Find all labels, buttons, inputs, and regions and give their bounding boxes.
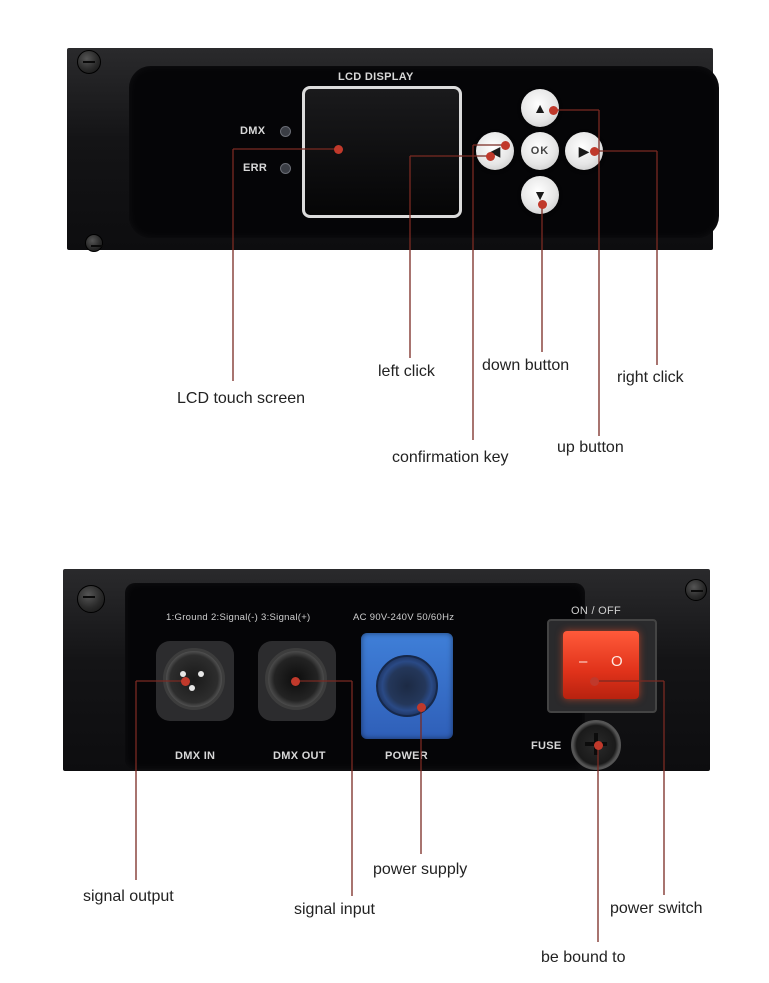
dmx-in-label: DMX IN xyxy=(175,750,216,762)
switch-on-mark: O xyxy=(611,653,623,670)
triangle-up-icon: ▲ xyxy=(533,100,547,116)
label-power-supply: power supply xyxy=(373,861,468,878)
switch-off-mark: – xyxy=(579,653,588,670)
rocker-switch[interactable]: – O xyxy=(563,631,639,699)
dmx-out-connector[interactable] xyxy=(265,648,327,710)
power-label: POWER xyxy=(385,750,429,762)
dmx-led-icon xyxy=(280,126,291,137)
voltage-rating: AC 90V-240V 50/60Hz xyxy=(353,612,455,623)
screw-icon xyxy=(77,585,105,613)
triangle-right-icon: ▶ xyxy=(578,143,590,159)
label-left-click: left click xyxy=(378,363,435,380)
label-signal-input: signal input xyxy=(294,901,375,918)
triangle-left-icon: ◀ xyxy=(489,143,501,159)
dmx-indicator-label: DMX xyxy=(240,125,266,137)
left-button[interactable]: ◀ xyxy=(476,132,514,170)
lcd-display-title: LCD DISPLAY xyxy=(338,71,414,83)
pin-legend: 1:Ground 2:Signal(-) 3:Signal(+) xyxy=(166,612,311,623)
label-lcd-touch-screen: LCD touch screen xyxy=(177,390,306,407)
callout-dot xyxy=(485,151,495,161)
label-right-click: right click xyxy=(617,369,684,386)
callout-dot xyxy=(593,740,603,750)
fuse-label: FUSE xyxy=(531,740,562,752)
callout-dot xyxy=(537,199,547,209)
power-socket[interactable] xyxy=(361,633,453,739)
callout-dot xyxy=(290,676,300,686)
ok-button[interactable]: OK xyxy=(521,132,559,170)
callout-dot xyxy=(500,140,510,150)
pin-icon xyxy=(189,685,195,691)
label-be-bound-to: be bound to xyxy=(541,949,626,966)
callout-dot xyxy=(180,676,190,686)
callout-dot xyxy=(589,676,599,686)
label-confirmation-key: confirmation key xyxy=(392,449,509,466)
power-connector-icon xyxy=(376,655,438,717)
pin-icon xyxy=(180,671,186,677)
screw-icon xyxy=(77,50,101,74)
ok-button-label: OK xyxy=(530,144,550,157)
dmx-in-connector[interactable] xyxy=(163,648,225,710)
lcd-screen[interactable] xyxy=(302,86,462,218)
label-signal-output: signal output xyxy=(83,888,174,905)
screw-icon xyxy=(85,234,103,252)
err-led-icon xyxy=(280,163,291,174)
callout-dot xyxy=(333,144,343,154)
label-up-button: up button xyxy=(557,439,624,456)
dmx-out-label: DMX OUT xyxy=(273,750,326,762)
label-power-switch: power switch xyxy=(610,900,703,917)
label-down-button: down button xyxy=(482,357,570,374)
triangle-down-icon: ▼ xyxy=(533,187,547,203)
callout-dot xyxy=(589,146,599,156)
callout-dot xyxy=(548,105,558,115)
switch-title: ON / OFF xyxy=(571,605,622,617)
err-indicator-label: ERR xyxy=(243,162,268,174)
power-switch[interactable]: – O xyxy=(547,619,657,713)
pin-icon xyxy=(198,671,204,677)
callout-dot xyxy=(416,702,426,712)
screw-icon xyxy=(685,579,707,601)
